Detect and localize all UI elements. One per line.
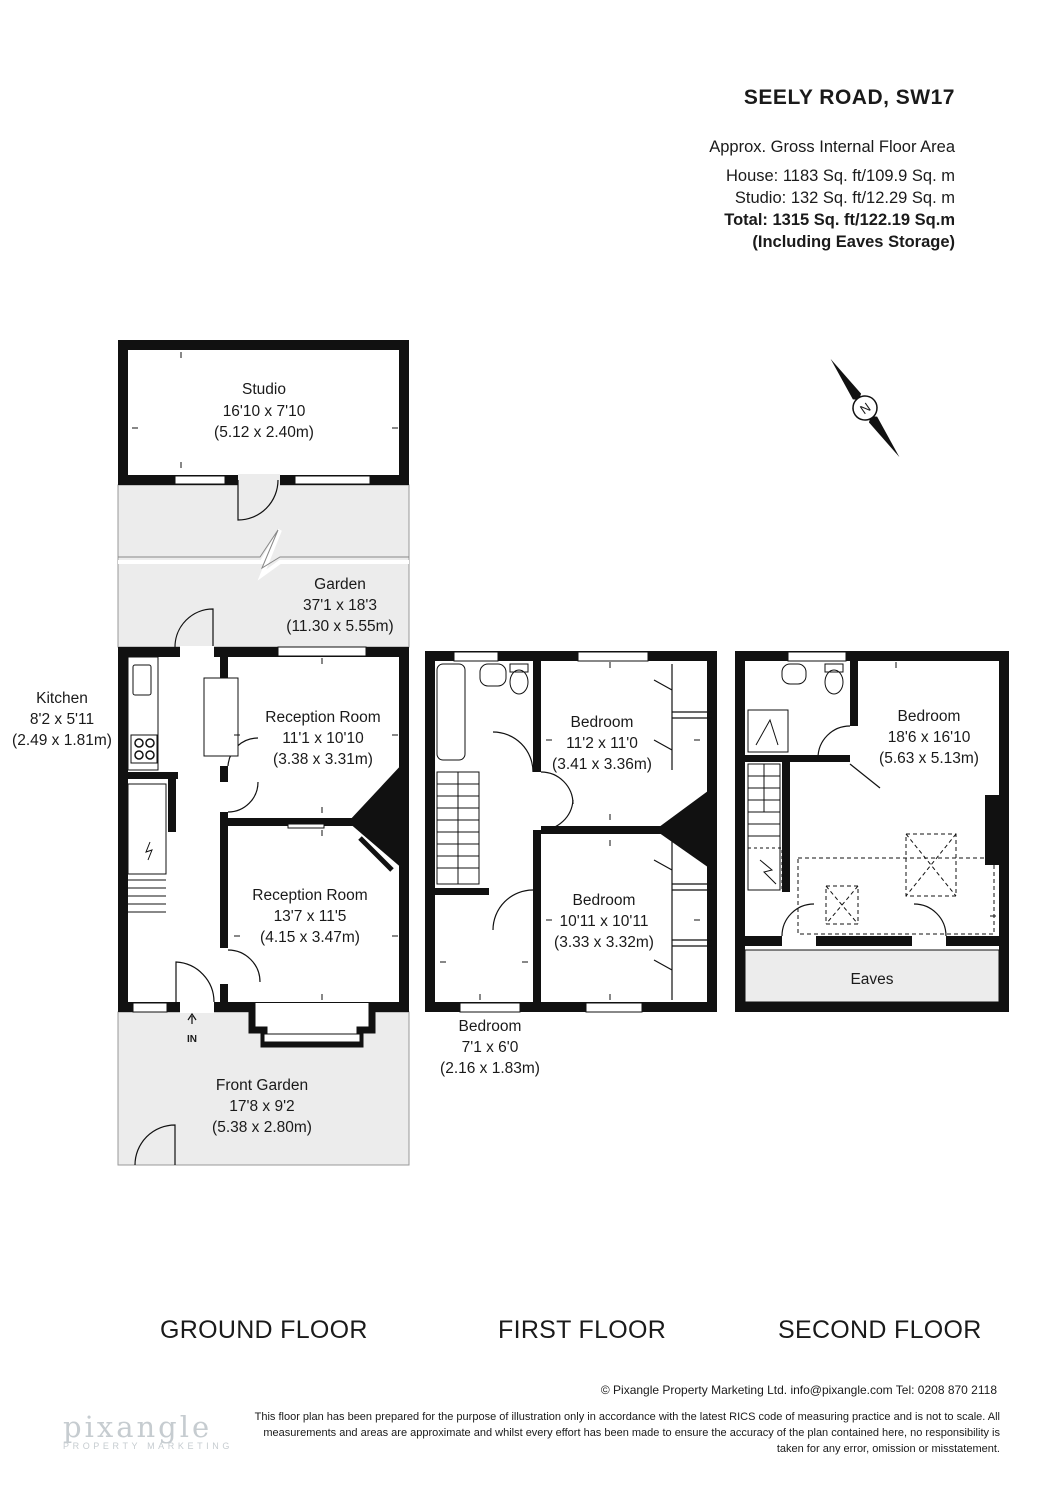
eaves-label: Eaves bbox=[850, 971, 893, 988]
skylight-small bbox=[825, 885, 859, 925]
garden-metric: (11.30 x 5.55m) bbox=[286, 618, 393, 635]
ground-floor-label: GROUND FLOOR bbox=[160, 1316, 368, 1344]
front-garden-imperial: 17'8 x 9'2 bbox=[229, 1098, 294, 1115]
ff-small-bedroom-imperial: 7'1 x 6'0 bbox=[462, 1039, 519, 1056]
reception2-name: Reception Room bbox=[252, 887, 367, 904]
sf-bedroom-imperial: 18'6 x 16'10 bbox=[888, 729, 971, 746]
kitchen-sink bbox=[132, 664, 152, 696]
garden-door-swing bbox=[174, 608, 214, 648]
reception1-metric: (3.38 x 3.31m) bbox=[273, 751, 373, 768]
chimney-breast bbox=[348, 762, 404, 870]
compass bbox=[830, 358, 900, 458]
ff-small-bedroom-metric: (2.16 x 1.83m) bbox=[440, 1060, 540, 1077]
front-room-door-swing bbox=[227, 949, 261, 983]
footer-disclaimer: This floor plan has been prepared for th… bbox=[254, 1411, 1000, 1455]
reception2-metric: (4.15 x 3.47m) bbox=[260, 929, 360, 946]
reception1-imperial: 11'1 x 10'10 bbox=[282, 730, 364, 747]
eaves-storage bbox=[744, 949, 1000, 1003]
studio-metric: (5.12 x 2.40m) bbox=[214, 424, 314, 441]
ground-stairs bbox=[128, 873, 166, 913]
studio-window-left bbox=[174, 475, 226, 485]
logo-subtitle: PROPERTY MARKETING bbox=[63, 1441, 233, 1451]
bath bbox=[436, 663, 466, 761]
skylight-large bbox=[905, 833, 957, 897]
pixangle-logo: pixangle PROPERTY MARKETING bbox=[63, 1410, 233, 1451]
front-gate-swing bbox=[134, 1124, 176, 1166]
entrance-label: IN bbox=[187, 1034, 197, 1045]
front-garden-metric: (5.38 x 2.80m) bbox=[212, 1119, 312, 1136]
shower bbox=[747, 709, 789, 753]
area-block: Approx. Gross Internal Floor Area House:… bbox=[709, 136, 955, 253]
studio-door-swing bbox=[237, 479, 279, 521]
sf-bedroom-name: Bedroom bbox=[898, 708, 961, 725]
garden-break-line bbox=[118, 529, 409, 581]
chimney-unit bbox=[203, 677, 239, 757]
area-subtitle: Approx. Gross Internal Floor Area bbox=[709, 138, 955, 156]
ff-front-bedroom-name: Bedroom bbox=[573, 892, 636, 909]
ff-rear-bedroom-name: Bedroom bbox=[571, 714, 634, 731]
studio-door-gap bbox=[238, 474, 280, 486]
wc-ff bbox=[509, 669, 529, 695]
studio-walls bbox=[118, 340, 409, 485]
studio-name: Studio bbox=[242, 381, 286, 398]
total-area: Total: 1315 Sq. ft/122.19 Sq.m bbox=[724, 211, 955, 229]
second-floor-walls bbox=[735, 651, 1009, 1012]
reception1-name: Reception Room bbox=[265, 709, 380, 726]
first-floor-label: FIRST FLOOR bbox=[498, 1316, 667, 1344]
house-area: House: 1183 Sq. ft/109.9 Sq. m bbox=[725, 167, 955, 185]
front-garden-name: Front Garden bbox=[216, 1077, 308, 1094]
ff-small-bedroom-name: Bedroom bbox=[459, 1018, 522, 1035]
sf-chimney bbox=[985, 795, 999, 865]
kitchen-name: Kitchen bbox=[36, 690, 88, 707]
wc-sf bbox=[824, 669, 844, 695]
ff-rear-bedroom-metric: (3.41 x 3.36m) bbox=[552, 756, 652, 773]
second-floor-label: SECOND FLOOR bbox=[778, 1316, 982, 1344]
hall-door-swing bbox=[227, 781, 259, 813]
kitchen-metric: (2.49 x 1.81m) bbox=[12, 732, 112, 749]
ff-wardrobes bbox=[653, 664, 712, 1000]
eaves-note: (Including Eaves Storage) bbox=[752, 233, 955, 251]
basin-sf bbox=[781, 663, 807, 685]
kitchen-imperial: 8'2 x 5'11 bbox=[30, 711, 94, 728]
front-door-swing bbox=[175, 961, 215, 1007]
logo-wordmark: pixangle bbox=[63, 1410, 213, 1444]
garden-imperial: 37'1 x 18'3 bbox=[303, 597, 377, 614]
garden-name: Garden bbox=[314, 576, 366, 593]
hob bbox=[130, 734, 158, 764]
sf-bedroom-metric: (5.63 x 5.13m) bbox=[879, 750, 979, 767]
ff-chimney-breast bbox=[655, 788, 712, 870]
entrance-arrow bbox=[187, 1012, 197, 1024]
ff-front-bedroom-imperial: 10'11 x 10'11 bbox=[560, 913, 649, 930]
ff-rear-bedroom-imperial: 11'2 x 11'0 bbox=[566, 735, 638, 752]
dashed-ceiling-line bbox=[797, 857, 995, 935]
footer-credit: © Pixangle Property Marketing Ltd. info@… bbox=[600, 1383, 997, 1397]
basin-ff bbox=[479, 663, 507, 687]
studio-imperial: 16'10 x 7'10 bbox=[223, 403, 306, 420]
property-title: SEELY ROAD, SW17 bbox=[743, 86, 955, 109]
studio-area: Studio: 132 Sq. ft/12.29 Sq. m bbox=[734, 189, 955, 207]
reception2-imperial: 13'7 x 11'5 bbox=[274, 908, 347, 925]
studio-window-right bbox=[294, 475, 371, 485]
floor-plan: N Studio 16'10 x 7'10 (5.12 x 2.40m) Gar… bbox=[12, 340, 1009, 1166]
ff-front-bedroom-metric: (3.33 x 3.32m) bbox=[554, 934, 654, 951]
